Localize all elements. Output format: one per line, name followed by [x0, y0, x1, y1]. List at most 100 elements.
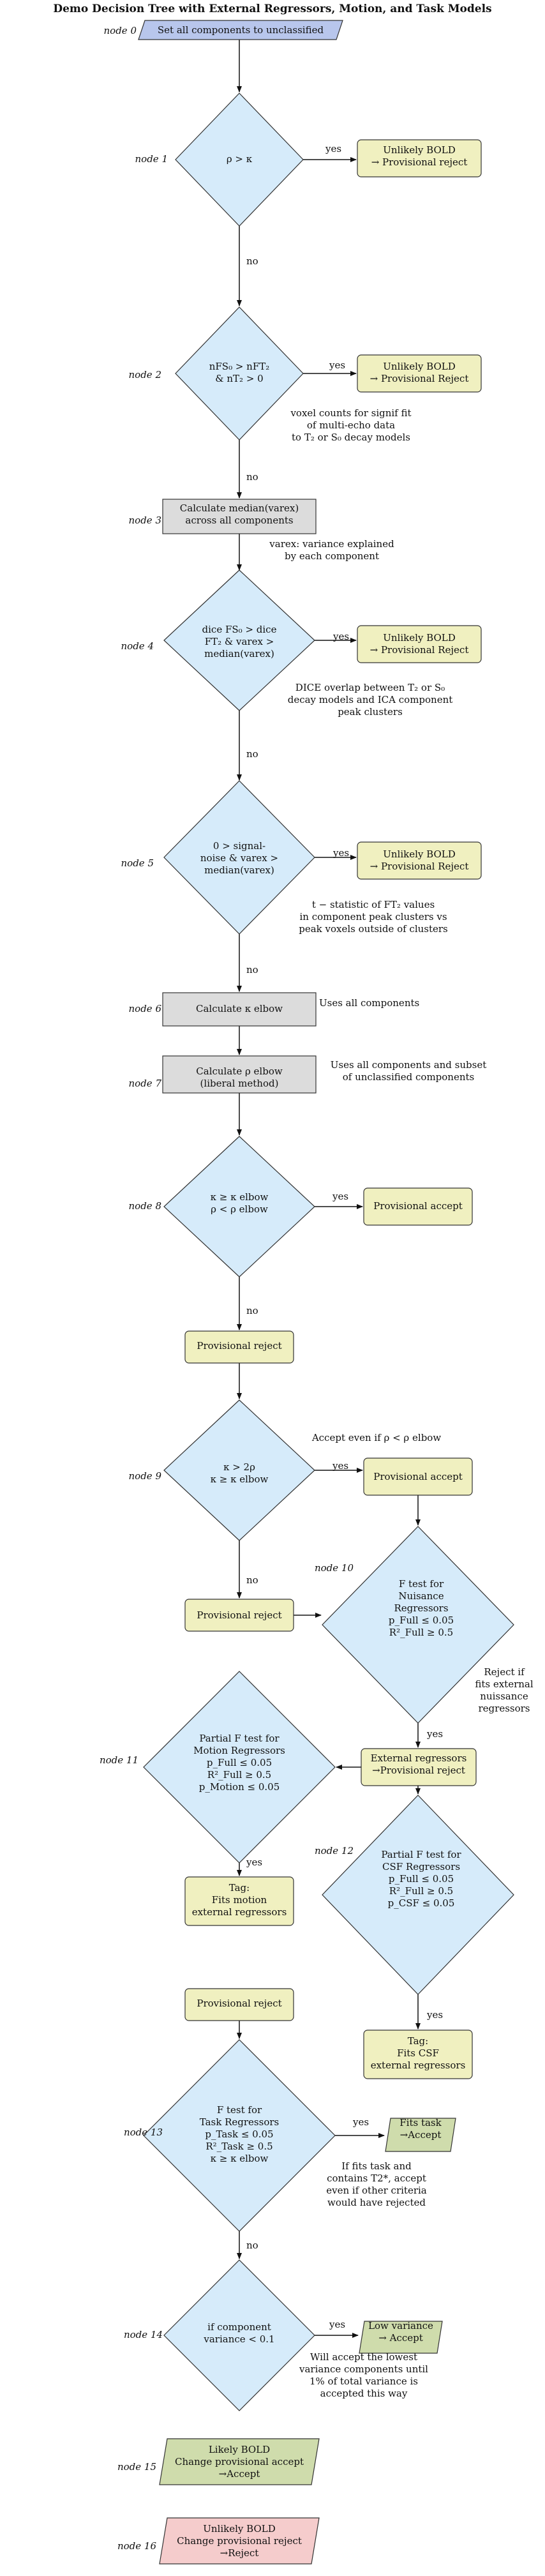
calc-rho-line-1: Calculate ρ elbow: [196, 1066, 283, 1077]
calc-varex-box-label: Calculate median(varex) across all compo…: [163, 502, 316, 527]
external-regressors-box: [361, 1748, 477, 1786]
note-signif-fit: voxel counts for signif fit of multi-ech…: [290, 407, 412, 443]
decision-1-text: ρ > κ: [226, 153, 253, 165]
decision-5-text: 0 > signal- noise & varex > median(varex…: [200, 840, 279, 876]
fits-task-box: [385, 2118, 456, 2152]
no-label-5: no: [246, 964, 258, 975]
node-label-13: node 13: [123, 2127, 163, 2138]
page-title: Demo Decision Tree with External Regress…: [53, 3, 492, 15]
decision-8-text: κ ≥ κ elbow ρ < ρ elbow: [210, 1191, 269, 1215]
decision-14-text: if component variance < 0.1: [204, 2321, 275, 2345]
node-15-text: Likely BOLD Change provisional accept →A…: [174, 2444, 304, 2480]
outcome-5-text: Unlikely BOLD → Provisional Reject: [370, 848, 469, 872]
calc-rho-line-2: (liberal method): [200, 1078, 279, 1089]
note-tstat: t − statistic of FT₂ values in component…: [299, 899, 448, 935]
external-regressors-line-1: External regressors: [370, 1752, 467, 1764]
outcome-4-text: Unlikely BOLD → Provisional Reject: [370, 632, 469, 656]
note-accept-even: Accept even if ρ < ρ elbow: [311, 1432, 442, 1443]
node-label-16: node 16: [117, 2540, 156, 2552]
outcome-5-box: [357, 841, 482, 880]
calc-kappa-box: [162, 992, 317, 1027]
decision-1-diamond: [175, 93, 304, 227]
node-label-3: node 3: [128, 515, 161, 526]
node-label-1: node 1: [135, 153, 168, 165]
decision-8-diamond: [163, 1136, 315, 1277]
node-label-10: node 10: [314, 1562, 354, 1574]
note-low-variance: Will accept the lowest variance componen…: [299, 2351, 428, 2399]
yes-label-1: yes: [325, 143, 342, 154]
yes-label-2: yes: [329, 359, 346, 371]
decision-5-diamond: [163, 780, 315, 935]
fits-task-text: Fits task →Accept: [399, 2117, 442, 2141]
decision-2-text: nFS₀ > nFT₂ & nT₂ > 0: [209, 361, 270, 384]
outcome-1-text: Unlikely BOLD → Provisional reject: [371, 144, 468, 168]
yes-label-12: yes: [427, 2009, 444, 2021]
outcome-9-text: Provisional accept: [373, 1471, 463, 1482]
provisional-reject-box-c: [184, 1988, 294, 2021]
external-regressors-box-label: External regressors →Provisional reject: [361, 1752, 476, 1777]
node-label-6: node 6: [128, 1003, 161, 1014]
node-label-12: node 12: [314, 1845, 354, 1857]
outcome-1-box: [357, 139, 482, 177]
node-label-8: node 8: [128, 1200, 161, 1212]
calc-varex-line-2: across all components: [185, 515, 294, 526]
no-label-4: no: [246, 748, 258, 760]
provisional-reject-box-b-label: Provisional reject: [197, 1609, 282, 1621]
calc-kappa-box-label: Calculate κ elbow: [196, 1003, 283, 1014]
yes-label-11: yes: [246, 1857, 263, 1868]
decision-4-text: dice FS₀ > dice FT₂ & varex > median(var…: [202, 624, 277, 659]
tag-motion-box: [184, 1876, 294, 1926]
node-label-9: node 9: [128, 1470, 161, 1482]
provisional-reject-box-b: [184, 1599, 294, 1632]
decision-2-diamond: [175, 306, 304, 441]
node-label-4: node 4: [121, 640, 154, 652]
no-label-13: no: [246, 2240, 258, 2251]
decision-13-diamond: [143, 2039, 336, 2232]
note-kappa-all: Uses all components: [319, 997, 420, 1009]
outcome-8-box: [363, 1187, 473, 1226]
decision-9-text: κ > 2ρ κ ≥ κ elbow: [210, 1461, 269, 1485]
tag-csf-text: Tag: Fits CSF external regressors: [370, 2035, 466, 2071]
outcome-8-text: Provisional accept: [373, 1200, 463, 1212]
node-16-box: [159, 2517, 320, 2565]
no-label-8: no: [246, 1305, 258, 1316]
start-box: [138, 20, 343, 40]
low-variance-text: Low variance → Accept: [368, 2320, 433, 2344]
yes-label-4: yes: [333, 631, 350, 642]
calc-rho-box: [162, 1055, 317, 1094]
node-label-2: node 2: [128, 369, 161, 380]
yes-label-9: yes: [332, 1460, 349, 1472]
yes-label-8: yes: [332, 1191, 349, 1202]
yes-label-10: yes: [427, 1728, 444, 1740]
provisional-reject-box-a-label: Provisional reject: [197, 1340, 282, 1352]
tag-csf-box: [363, 2030, 473, 2079]
decision-12-text: Partial F test for CSF Regressors p_Full…: [381, 1849, 461, 1909]
node-label-0: node 0: [103, 25, 137, 36]
provisional-reject-box-a: [184, 1330, 294, 1364]
external-regressors-line-2: →Provisional reject: [372, 1765, 465, 1776]
decision-11-diamond: [143, 1671, 336, 1864]
no-label-9: no: [246, 1574, 258, 1586]
note-dice: DICE overlap between T₂ or S₀ decay mode…: [287, 682, 453, 718]
calc-varex-box: [162, 499, 317, 534]
decision-9-diamond: [163, 1399, 315, 1541]
decision-14-diamond: [163, 2259, 315, 2411]
decision-13-text: F test for Task Regressors p_Task ≤ 0.05…: [199, 2104, 280, 2164]
note-reject-if: Reject if fits external nuissance regres…: [475, 1666, 534, 1714]
decision-10-diamond: [322, 1526, 514, 1724]
note-task: If fits task and contains T2*, accept ev…: [326, 2160, 427, 2208]
decision-4-diamond: [163, 569, 315, 711]
node-label-11: node 11: [99, 1754, 138, 1766]
calc-rho-box-label: Calculate ρ elbow (liberal method): [163, 1066, 316, 1090]
note-rho-all: Uses all components and subset of unclas…: [330, 1059, 487, 1083]
node-label-5: node 5: [121, 857, 154, 869]
no-label-2: no: [246, 471, 258, 483]
yes-label-14: yes: [329, 2319, 346, 2330]
yes-label-5: yes: [333, 847, 350, 859]
node-15-box: [159, 2438, 320, 2485]
node-label-14: node 14: [123, 2329, 163, 2340]
outcome-4-box: [357, 625, 482, 663]
outcome-9-box: [363, 1457, 473, 1496]
calc-varex-line-1: Calculate median(varex): [179, 502, 299, 514]
